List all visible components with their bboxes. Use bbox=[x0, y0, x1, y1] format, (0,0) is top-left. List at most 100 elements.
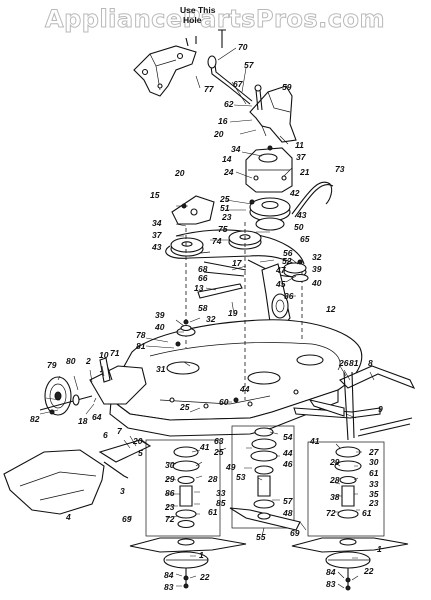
belt-guard bbox=[249, 84, 297, 143]
spring-73 bbox=[291, 181, 333, 215]
callout-4: 4 bbox=[65, 512, 71, 522]
callout-1a: 1 bbox=[199, 550, 204, 560]
callout-61b: 61 bbox=[208, 507, 218, 517]
callout-84a: 84 bbox=[164, 570, 174, 580]
callout-15: 15 bbox=[150, 190, 160, 200]
callout-86: 86 bbox=[165, 488, 175, 498]
idler-bracket bbox=[245, 147, 293, 193]
callout-30a: 30 bbox=[165, 460, 175, 470]
callout-37b: 37 bbox=[152, 230, 163, 240]
callout-77: 77 bbox=[204, 84, 215, 94]
callout-28a: 28 bbox=[207, 474, 218, 484]
callout-23b: 23 bbox=[164, 502, 175, 512]
callout-13: 13 bbox=[194, 283, 204, 293]
callout-42: 42 bbox=[289, 188, 300, 198]
callout-72b: 72 bbox=[326, 508, 336, 518]
callout-51: 51 bbox=[220, 203, 230, 213]
callout-12: 12 bbox=[326, 304, 336, 314]
callout-50: 50 bbox=[294, 222, 304, 232]
hanger-bars bbox=[293, 365, 416, 441]
watermark: AppliancePartsPros.com bbox=[45, 5, 385, 33]
callout-6: 6 bbox=[103, 430, 108, 440]
callout-22a: 22 bbox=[199, 572, 210, 582]
callout-30b: 30 bbox=[369, 457, 379, 467]
callout-78: 78 bbox=[136, 330, 146, 340]
callout-28b: 28 bbox=[329, 475, 340, 485]
fasteners bbox=[49, 145, 351, 591]
callout-3: 3 bbox=[120, 486, 125, 496]
left-blade bbox=[129, 537, 247, 584]
callout-16: 16 bbox=[218, 116, 228, 126]
callout-67: 67 bbox=[233, 79, 244, 89]
callout-82: 82 bbox=[30, 414, 40, 424]
callout-65: 65 bbox=[300, 234, 310, 244]
deck-housing bbox=[109, 319, 363, 437]
lift-link bbox=[207, 29, 253, 105]
callout-57b: 57 bbox=[283, 496, 294, 506]
callout-44b: 44 bbox=[282, 448, 293, 458]
callout-57: 57 bbox=[244, 60, 255, 70]
callout-25c: 25 bbox=[213, 447, 224, 457]
deflector-hinge bbox=[98, 439, 152, 479]
callout-69b: 69 bbox=[290, 528, 300, 538]
callout-61a: 61 bbox=[369, 468, 379, 478]
callout-2: 2 bbox=[85, 356, 91, 366]
callout-36: 36 bbox=[284, 291, 294, 301]
callout-19: 19 bbox=[228, 308, 238, 318]
callout-34a: 34 bbox=[231, 144, 241, 154]
callout-60: 60 bbox=[219, 397, 229, 407]
callout-73: 73 bbox=[335, 164, 345, 174]
callout-46: 46 bbox=[282, 459, 293, 469]
callout-27a: 27 bbox=[368, 447, 380, 457]
callout-31: 31 bbox=[156, 364, 166, 374]
center-blade bbox=[229, 507, 301, 531]
callout-40a: 40 bbox=[311, 278, 322, 288]
callout-54: 54 bbox=[283, 432, 293, 442]
callout-68: 68 bbox=[198, 264, 208, 274]
discharge-deflector bbox=[3, 449, 105, 515]
mounting-bracket bbox=[133, 36, 197, 97]
callout-52: 52 bbox=[282, 256, 292, 266]
callout-85: 85 bbox=[216, 498, 226, 508]
callout-55: 55 bbox=[256, 532, 266, 542]
callout-41b: 41 bbox=[309, 436, 320, 446]
center-pulley bbox=[249, 197, 291, 231]
callout-39b: 39 bbox=[155, 310, 165, 320]
callout-81b: 81 bbox=[349, 358, 359, 368]
callout-33a: 33 bbox=[216, 488, 226, 498]
callout-38: 38 bbox=[330, 492, 340, 502]
note-line-2: Hole bbox=[183, 15, 202, 25]
callout-72a: 72 bbox=[165, 514, 175, 524]
callout-labels: 70 57 77 67 62 59 16 20 11 34 37 14 24 2… bbox=[30, 42, 383, 592]
callout-25a: 25 bbox=[219, 194, 230, 204]
callout-23a: 23 bbox=[221, 212, 232, 222]
callout-74: 74 bbox=[212, 236, 222, 246]
callout-43a: 43 bbox=[296, 210, 307, 220]
callout-23c: 23 bbox=[368, 498, 379, 508]
callout-80: 80 bbox=[66, 356, 76, 366]
callout-32b: 32 bbox=[206, 314, 216, 324]
callout-22b: 22 bbox=[363, 566, 374, 576]
callout-34b: 34 bbox=[152, 218, 162, 228]
callout-10: 10 bbox=[99, 350, 109, 360]
callout-18: 18 bbox=[78, 416, 88, 426]
callout-20c: 20 bbox=[132, 436, 143, 446]
callout-29b: 29 bbox=[329, 457, 340, 467]
gauge-wheel bbox=[39, 376, 93, 416]
callout-75: 75 bbox=[218, 224, 228, 234]
callout-14: 14 bbox=[222, 154, 232, 164]
callout-20b: 20 bbox=[174, 168, 185, 178]
center-spindle-stack bbox=[231, 425, 295, 529]
callout-53: 53 bbox=[236, 472, 246, 482]
callout-24: 24 bbox=[223, 167, 234, 177]
callout-59: 59 bbox=[282, 82, 292, 92]
callout-79: 79 bbox=[47, 360, 57, 370]
callout-33b: 33 bbox=[369, 479, 379, 489]
callout-8: 8 bbox=[368, 358, 373, 368]
callout-43b: 43 bbox=[151, 242, 162, 252]
callout-41a: 41 bbox=[199, 442, 210, 452]
leader-lines bbox=[39, 47, 375, 589]
callout-5: 5 bbox=[138, 448, 143, 458]
callout-83b: 83 bbox=[326, 579, 336, 589]
